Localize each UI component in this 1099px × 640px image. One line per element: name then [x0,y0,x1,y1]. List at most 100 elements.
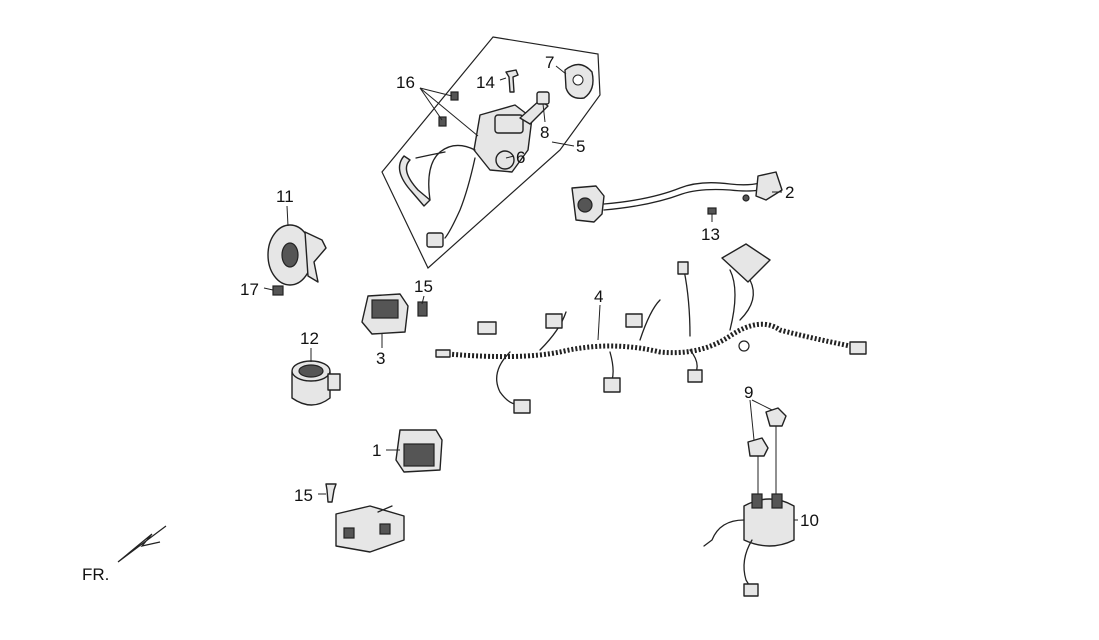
leader-8 [542,103,546,123]
sensor-cable-2 [571,171,783,223]
horn-11 [267,224,327,296]
connector-e [625,313,643,328]
direction-label: FR. [82,565,109,584]
horn-center [281,242,299,268]
label-part-3: 3 [376,349,385,368]
arrow-shape [117,525,167,563]
leader-17 [263,287,274,291]
buzzer-12 [291,360,341,406]
bolt-16b [438,116,447,127]
relay10-lead-2 [743,539,753,591]
harness-module [721,243,771,283]
knob-hole [572,74,584,86]
switch-tube [398,155,431,207]
label-part-13: 13 [701,225,720,244]
label-part-15-bottom: 15 [294,486,313,505]
relay-3 [361,293,428,335]
bolt-15a [417,301,428,317]
leader-16b [419,87,443,121]
label-part-15-top: 15 [414,277,433,296]
switch-mount-tab [494,114,524,134]
rectifier-body [335,505,405,553]
buzzer-rim [298,364,324,378]
harness-main [447,321,861,360]
cdi-face [403,443,435,467]
sensor-bolt [742,194,750,202]
sensor-wire [603,182,761,205]
bolt-16a [450,91,459,101]
switch-connector [426,232,444,248]
nut-9b [747,437,769,457]
leader-6 [505,155,515,159]
cdi-1 [395,429,443,473]
switch-shaft [519,99,549,125]
part-labels: 1 2 3 4 5 6 7 8 9 10 11 12 13 14 15 15 1… [240,53,819,530]
bolt-15b [325,483,337,503]
label-part-8: 8 [540,123,549,142]
leader-16c [419,87,479,137]
relay-face [371,299,399,319]
front-direction-arrow: FR. [82,525,167,584]
label-part-11: 11 [276,187,294,206]
label-part-6: 6 [516,148,525,167]
harness-left-branch-2 [539,311,567,351]
relay10-lead-1 [703,519,745,547]
bolt-17 [272,285,284,296]
harness-end-left [435,349,451,358]
label-part-1: 1 [372,441,381,460]
label-part-10: 10 [800,511,819,530]
label-part-16: 16 [396,73,415,92]
sensor-tip [577,197,593,213]
leader-15a [421,295,425,305]
leader-9a [751,399,773,411]
connector-right [849,341,867,355]
rectifier-15 [325,483,405,553]
bolt-13 [707,207,717,215]
switch-cable [415,144,476,201]
label-part-7: 7 [545,53,554,72]
relay10-plug [743,583,759,597]
rectifier-lead [377,505,393,513]
sensor-clip [755,171,783,201]
leader-5 [551,141,575,147]
connector-f [687,369,703,383]
harness-upper-branch [639,269,736,341]
label-part-2: 2 [785,183,794,202]
horn-bracket [304,231,327,283]
screw-14 [505,69,519,93]
leader-9b [749,399,755,441]
rectifier-pin-1 [343,527,355,539]
label-part-5: 5 [576,137,585,156]
label-part-4: 4 [594,287,603,306]
label-part-12: 12 [300,329,319,348]
label-part-9: 9 [744,383,753,402]
leader-7 [555,65,567,75]
leader-16a [419,87,453,97]
rectifier-pin-2 [379,523,391,535]
connector-b [545,313,563,329]
leader-lines [263,65,798,521]
starter-relay-10 [703,407,795,597]
relay10-post-1 [751,493,763,509]
leader-14 [499,77,507,81]
relay10-post-2 [771,493,783,509]
switch-key-cylinder [495,150,515,170]
harness-ring [738,340,750,352]
connector-c [513,399,531,414]
group-outline-5 [381,36,601,269]
harness-left-branch [496,351,521,405]
buzzer-tab [327,373,341,391]
leader-11 [286,205,289,227]
nut-9a [765,407,787,427]
label-part-17: 17 [240,280,259,299]
leader-4 [597,304,601,341]
wire-harness-4 [435,243,867,414]
switch-lead [444,157,476,239]
key-part-8 [536,91,550,105]
connector-a [477,321,497,335]
sensor-wire-2 [603,188,761,211]
ignition-switch-group [381,36,601,269]
label-part-14: 14 [476,73,495,92]
connector-g [677,261,689,275]
